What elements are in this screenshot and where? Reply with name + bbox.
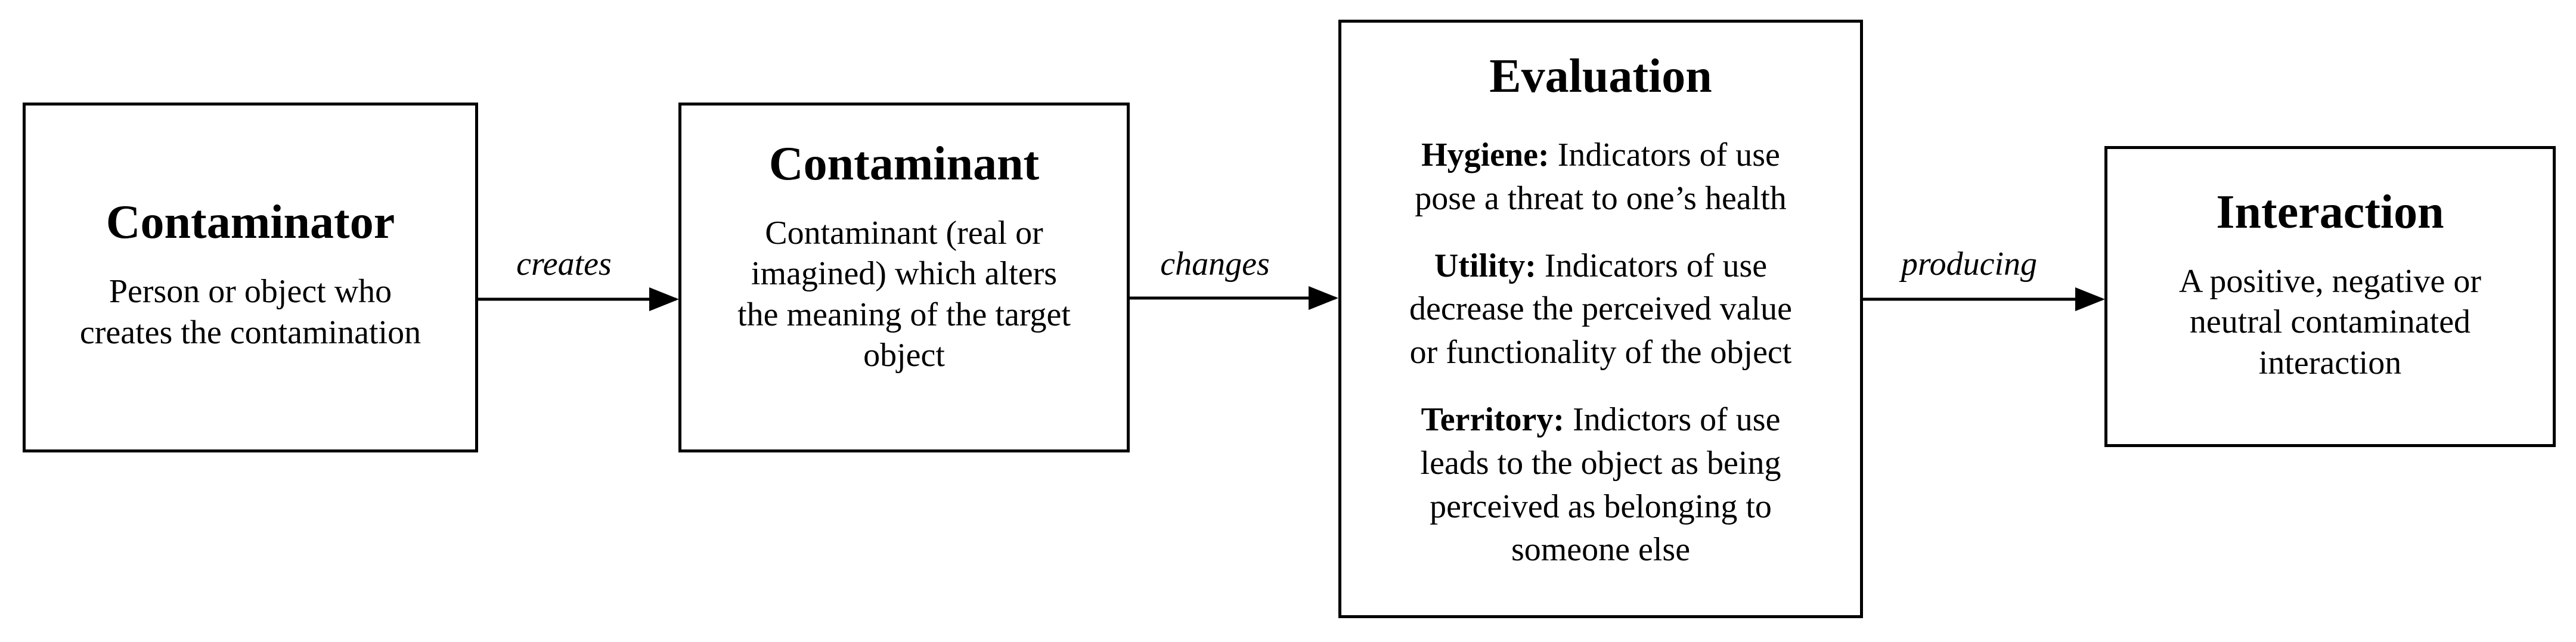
interaction-title: Interaction xyxy=(2216,186,2444,239)
contaminant-line-3: the meaning of the target xyxy=(737,296,1071,333)
evaluation-item-hygiene-text-1: Indicators of use xyxy=(1549,137,1780,173)
evaluation-item-hygiene-name: Hygiene: xyxy=(1421,137,1549,173)
interaction-line-1: A positive, negative or xyxy=(2178,263,2481,300)
evaluation-item-territory-text-1: Indictors of use xyxy=(1564,401,1781,438)
evaluation-item-utility: Utility: Indicators of use decrease the … xyxy=(1391,244,1810,374)
evaluation-item-hygiene-text-2: pose a threat to one’s health xyxy=(1415,179,1787,217)
evaluation-title: Evaluation xyxy=(1489,50,1712,103)
evaluation-item-territory-line-1: Territory: Indictors of use xyxy=(1421,398,1781,442)
evaluation-item-utility-name: Utility: xyxy=(1434,247,1536,284)
contaminant-box: Contaminant Contaminant (real or imagine… xyxy=(678,103,1130,452)
contaminator-line-1: Person or object who xyxy=(109,273,392,311)
arrow-label-creates: creates xyxy=(516,246,612,283)
evaluation-item-territory: Territory: Indictors of use leads to the… xyxy=(1403,398,1799,572)
evaluation-item-utility-text-1: Indicators of use xyxy=(1536,247,1768,284)
evaluation-item-territory-text-4: someone else xyxy=(1511,531,1691,569)
contaminant-line-4: object xyxy=(863,336,945,374)
contaminator-description: Person or object who creates the contami… xyxy=(80,271,421,353)
interaction-line-3: interaction xyxy=(2258,344,2402,382)
evaluation-item-territory-name: Territory: xyxy=(1421,401,1565,438)
interaction-line-2: neutral contaminated xyxy=(2189,303,2471,341)
evaluation-item-hygiene: Hygiene: Indicators of use pose a threat… xyxy=(1397,134,1805,221)
evaluation-item-utility-line-1: Utility: Indicators of use xyxy=(1409,244,1792,288)
contaminant-line-2: imagined) which alters xyxy=(751,255,1058,293)
evaluation-item-hygiene-line-1: Hygiene: Indicators of use xyxy=(1415,134,1787,177)
arrow-label-changes: changes xyxy=(1160,246,1270,283)
contaminator-box: Contaminator Person or object who create… xyxy=(23,103,478,452)
evaluation-item-territory-text-2: leads to the object as being xyxy=(1420,444,1781,482)
interaction-box: Interaction A positive, negative or neut… xyxy=(2104,146,2556,447)
evaluation-item-territory-text-3: perceived as belonging to xyxy=(1430,488,1772,525)
evaluation-item-utility-text-3: or functionality of the object xyxy=(1409,334,1792,371)
contaminant-title: Contaminant xyxy=(768,137,1040,190)
evaluation-item-utility-text-2: decrease the perceived value xyxy=(1409,290,1793,328)
contaminant-description: Contaminant (real or imagined) which alt… xyxy=(737,213,1071,376)
contaminator-title: Contaminator xyxy=(106,196,395,249)
arrow-label-producing: producing xyxy=(1901,246,2038,283)
evaluation-box: Evaluation Hygiene: Indicators of use po… xyxy=(1338,20,1863,618)
contaminator-line-2: creates the contamination xyxy=(79,314,421,351)
contaminant-line-1: Contaminant (real or xyxy=(765,214,1043,252)
interaction-description: A positive, negative or neutral contamin… xyxy=(2179,261,2481,383)
